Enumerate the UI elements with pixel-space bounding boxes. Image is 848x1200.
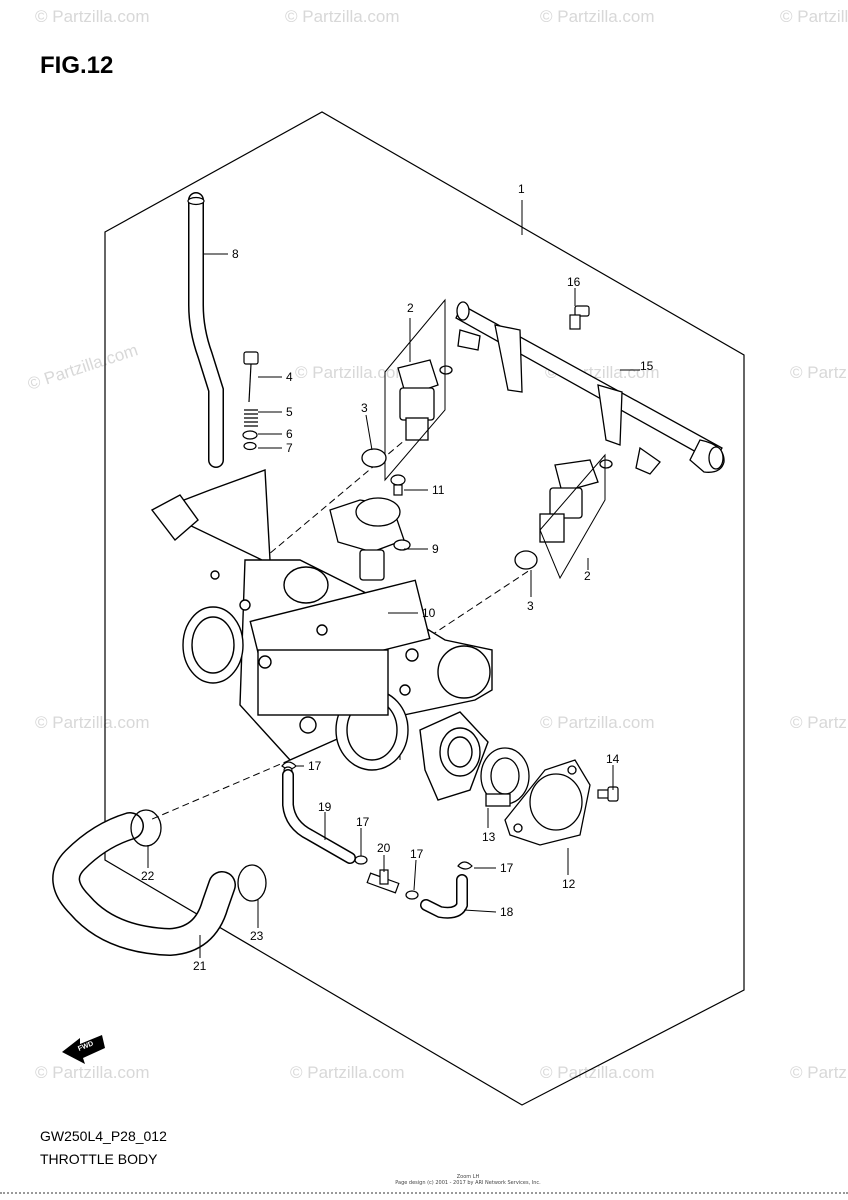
figure-title: FIG.12 <box>40 52 114 79</box>
watermark: © Partzilla.com <box>790 713 848 732</box>
callout-15: 15 <box>640 359 654 373</box>
fine-print-line-2: Page design (c) 2001 - 2017 by ARI Netwo… <box>395 1180 541 1186</box>
sensor-screw <box>390 474 406 496</box>
hose-clamp-22 <box>130 809 162 847</box>
idle-screw-set <box>242 351 259 451</box>
injector-bracket-upper <box>384 298 446 482</box>
fuel-injector-upper <box>397 359 453 441</box>
watermark: © Partzilla.com <box>25 340 140 393</box>
watermark: © Partzilla.com <box>285 7 400 26</box>
tps-coupler <box>480 747 530 807</box>
watermark: © Partzilla.com <box>790 1063 848 1082</box>
diagram-code: GW250L4_P28_012 <box>40 1128 167 1144</box>
injector-cushion-lower <box>514 550 538 570</box>
hose-clamps <box>281 761 473 900</box>
fine-print: Zoom LH Page design (c) 2001 - 2017 by A… <box>368 1174 568 1186</box>
callout-18: 18 <box>500 905 514 919</box>
watermark: © Partzilla.com <box>540 713 655 732</box>
throttle-position-sensor <box>504 759 591 846</box>
tee-joint <box>366 869 400 894</box>
assembly-boundary <box>104 111 745 1106</box>
callout-17: 17 <box>356 815 370 829</box>
callout-14: 14 <box>606 752 620 766</box>
map-sensor <box>329 497 411 581</box>
injector-cushion-upper <box>361 448 387 468</box>
rail-bolt <box>569 305 590 330</box>
callout-13: 13 <box>482 830 496 844</box>
callout-9: 9 <box>432 542 439 556</box>
watermark: © Partzilla.com <box>35 7 150 26</box>
callout-3: 3 <box>527 599 534 613</box>
callout-3: 3 <box>361 401 368 415</box>
leader-lines <box>147 200 640 958</box>
callout-17: 17 <box>308 759 322 773</box>
throttle-body <box>150 469 493 801</box>
callout-11: 11 <box>432 483 445 497</box>
vacuum-hose-19 <box>282 769 356 864</box>
fwd-arrow-icon: FWD <box>62 1035 105 1064</box>
tps-screw <box>597 786 619 802</box>
watermark: © Partzilla.com <box>295 363 410 382</box>
hose-clamp-23 <box>237 864 267 902</box>
callout-1: 1 <box>518 182 525 196</box>
callout-12: 12 <box>562 877 576 891</box>
callout-2: 2 <box>407 301 414 315</box>
bottom-divider <box>0 1192 848 1194</box>
callout-17: 17 <box>500 861 514 875</box>
watermark: © Partzilla.com <box>540 1063 655 1082</box>
callout-19: 19 <box>318 800 332 814</box>
watermark: © Partzilla.com <box>290 1063 405 1082</box>
callout-5: 5 <box>286 405 293 419</box>
callout-labels: 1 2 2 3 3 4 5 6 7 8 9 10 11 12 13 14 15 … <box>141 182 654 973</box>
callout-10: 10 <box>422 606 436 620</box>
callout-7: 7 <box>286 441 293 455</box>
callout-21: 21 <box>193 959 207 973</box>
callout-6: 6 <box>286 427 293 441</box>
watermark: © Partzilla.com <box>35 713 150 732</box>
callout-22: 22 <box>141 869 155 883</box>
watermark: © Partzilla.com <box>780 7 848 26</box>
callout-17: 17 <box>410 847 424 861</box>
callout-23: 23 <box>250 929 264 943</box>
callout-20: 20 <box>377 841 391 855</box>
fine-print-line-1: Zoom LH <box>456 1174 480 1180</box>
section-name: THROTTLE BODY <box>40 1151 158 1167</box>
fuel-delivery-pipe <box>455 301 725 475</box>
callout-16: 16 <box>567 275 581 289</box>
callout-4: 4 <box>286 370 293 384</box>
watermark: © Partzilla.com <box>540 7 655 26</box>
injector-bracket-lower <box>539 453 606 580</box>
callout-8: 8 <box>232 247 239 261</box>
watermark: © Partzilla.com <box>35 1063 150 1082</box>
watermark: © Partzilla.com <box>790 363 848 382</box>
callout-2: 2 <box>584 569 591 583</box>
fuel-injector-lower <box>539 459 613 543</box>
